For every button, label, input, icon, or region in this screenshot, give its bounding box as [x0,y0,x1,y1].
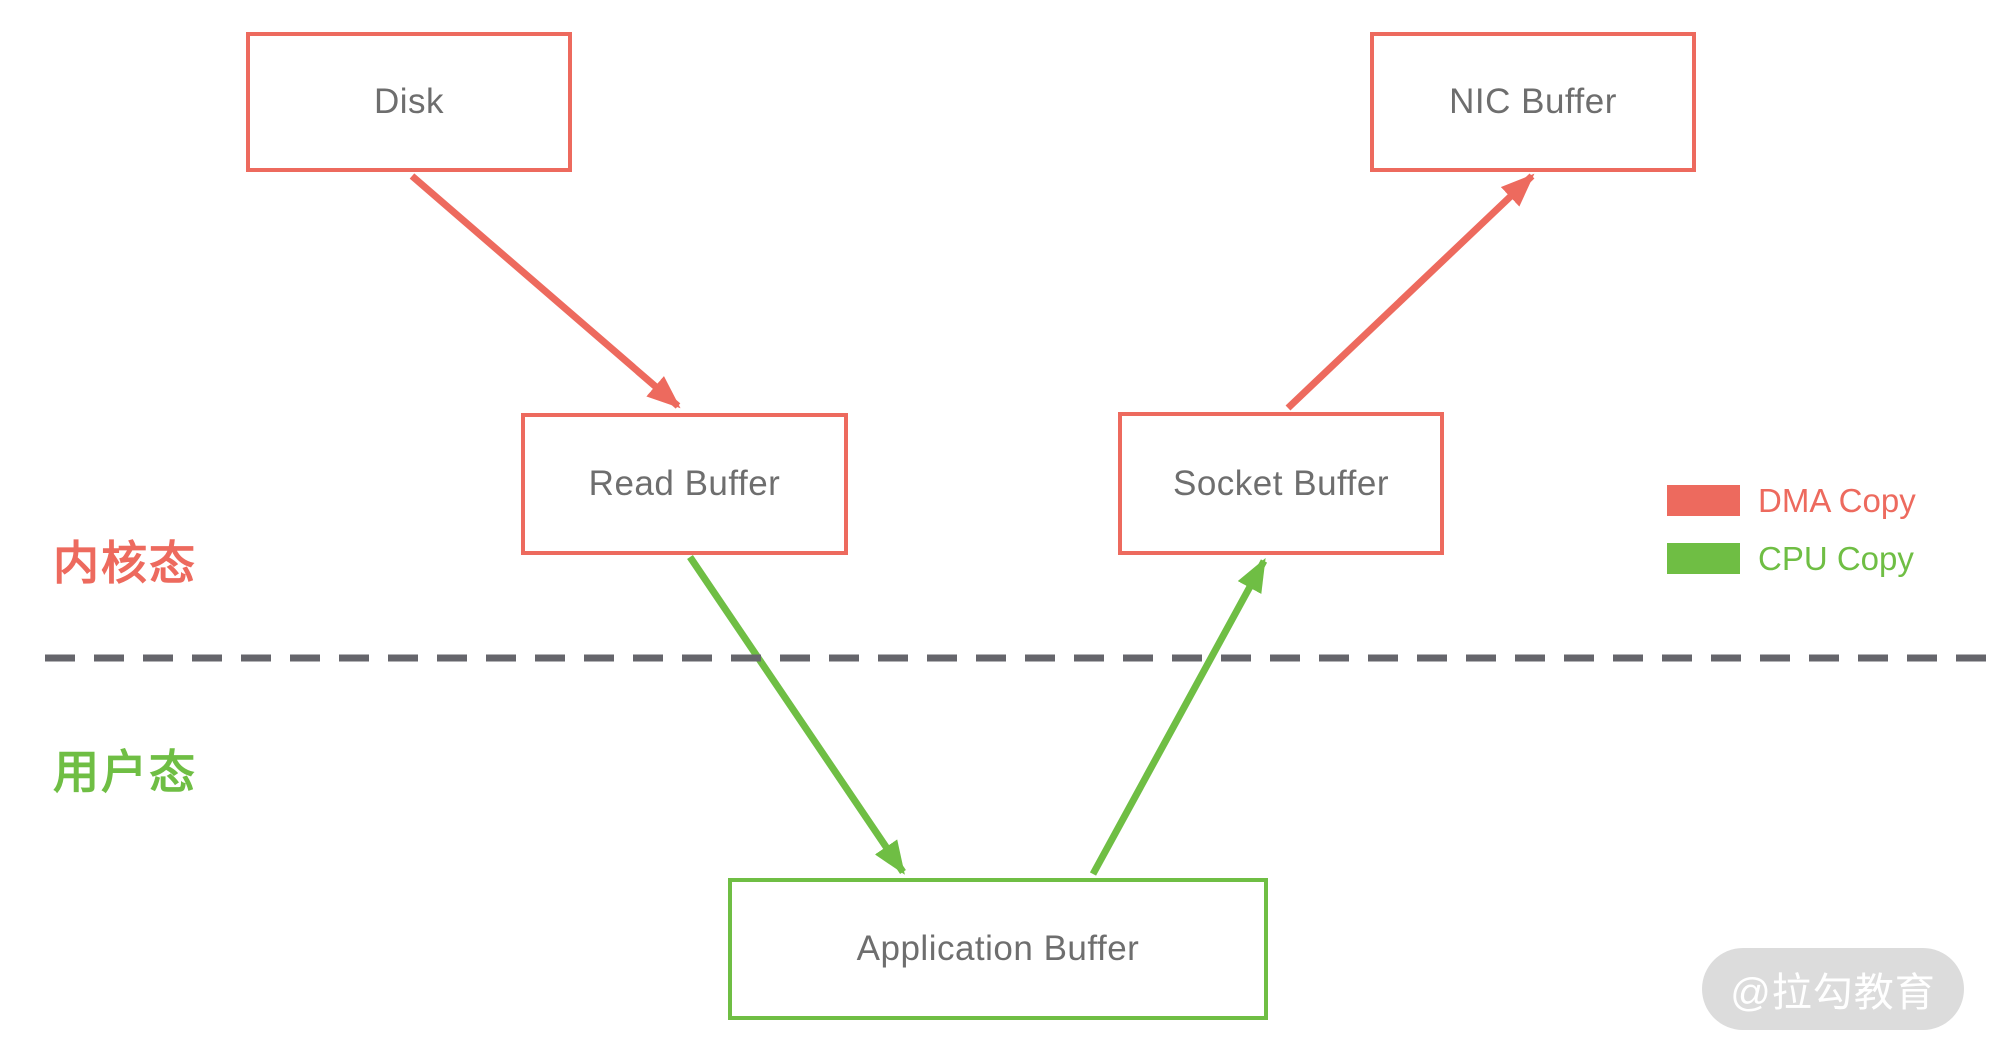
dma-copy-arrow-disk-to-read-buffer [409,173,681,409]
disk-label: Disk [373,82,445,121]
read-buffer-box: Read Buffer [521,413,848,555]
watermark-badge: @拉勾教育 [1702,948,1964,1030]
kernel-mode-label: 内核态 [53,537,197,589]
dma-copy-label: DMA Copy [1758,481,1916,519]
disk-box: Disk [246,32,572,172]
cpu-copy-arrow-application-buffer-to-socket-buffer [1089,558,1268,876]
legend-item-cpu-copy: CPU Copy [1667,540,1916,577]
user-mode-label: 用户态 [53,746,197,798]
watermark-text: @拉勾教育 [1730,971,1936,1015]
cpu-copy-swatch [1667,543,1740,574]
read-buffer-label: Read Buffer [588,464,781,503]
socket-buffer-box: Socket Buffer [1118,412,1444,555]
cpu-copy-arrow-read-buffer-to-application-buffer [687,555,906,875]
dma-copy-arrow-socket-buffer-to-nic-buffer [1285,173,1535,411]
legend: DMA Copy CPU Copy [1667,482,1916,601]
legend-item-dma-copy: DMA Copy [1667,482,1916,519]
dma-copy-swatch [1667,485,1740,516]
application-buffer-box: Application Buffer [728,878,1268,1020]
cpu-copy-label: CPU Copy [1758,539,1914,577]
nic-buffer-box: NIC Buffer [1370,32,1696,172]
nic-buffer-label: NIC Buffer [1449,82,1617,121]
application-buffer-label: Application Buffer [856,929,1140,968]
socket-buffer-label: Socket Buffer [1173,463,1389,503]
